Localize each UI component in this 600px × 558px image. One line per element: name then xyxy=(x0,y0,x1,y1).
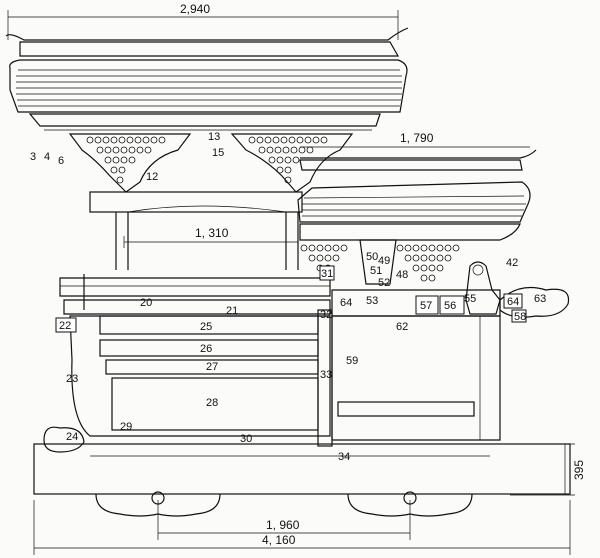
part-label-57: 57 xyxy=(420,300,432,312)
dimension-mid-width: 1, 310 xyxy=(123,226,298,248)
dimension-base-total: 4, 160 xyxy=(33,500,571,555)
part-label-33: 33 xyxy=(320,369,332,381)
roof-tile-lines xyxy=(16,69,402,107)
part-label-22: 22 xyxy=(59,320,71,332)
part-label-42: 42 xyxy=(506,257,518,269)
dim-base-total-text: 4, 160 xyxy=(262,533,296,547)
part-label-63: 63 xyxy=(534,293,546,305)
part-label-49: 49 xyxy=(378,255,390,267)
part-label-51: 51 xyxy=(370,265,382,277)
dimension-height-right: 395 xyxy=(510,443,586,496)
dimension-base-inner: 1, 960 xyxy=(157,500,411,540)
part-label-50: 50 xyxy=(366,251,378,263)
part-label-23: 23 xyxy=(66,373,78,385)
dim-base-inner-text: 1, 960 xyxy=(266,518,300,532)
part-label-3: 3 xyxy=(30,151,36,163)
upper-railing xyxy=(59,274,331,315)
wheel-left xyxy=(151,491,165,505)
dim-mid-width-text: 1, 310 xyxy=(195,226,229,240)
part-label-27: 27 xyxy=(206,361,218,373)
part-labels: 3 4 6 12 13 15 20 21 22 23 24 25 26 27 2… xyxy=(30,131,546,463)
part-label-13: 13 xyxy=(208,131,220,143)
part-label-30: 30 xyxy=(240,433,252,445)
main-roof xyxy=(5,27,409,131)
dim-upper-right-text: 1, 790 xyxy=(400,131,434,145)
part-label-29: 29 xyxy=(120,421,132,433)
figure-ornament xyxy=(465,261,501,315)
upper-right-roof xyxy=(297,149,537,241)
part-label-28: 28 xyxy=(206,397,218,409)
part-label-62: 62 xyxy=(396,321,408,333)
dim-height-right-text: 395 xyxy=(572,460,586,480)
part-label-53: 53 xyxy=(366,295,378,307)
part-label-20: 20 xyxy=(140,297,152,309)
part-label-26: 26 xyxy=(200,343,212,355)
part-label-31: 31 xyxy=(321,268,333,280)
part-label-4: 4 xyxy=(44,151,50,163)
part-label-32: 32 xyxy=(320,309,332,321)
wheel-right xyxy=(403,491,417,505)
part-label-34: 34 xyxy=(338,451,350,463)
base-chassis xyxy=(33,443,571,517)
part-label-48: 48 xyxy=(396,269,408,281)
part-label-24: 24 xyxy=(66,431,78,443)
part-label-12: 12 xyxy=(146,171,158,183)
dim-top-width-text: 2,940 xyxy=(180,2,210,16)
part-label-21: 21 xyxy=(226,305,238,317)
main-bracket-cluster-left xyxy=(68,133,192,193)
part-label-56: 56 xyxy=(444,300,456,312)
part-label-64-right: 64 xyxy=(507,296,519,308)
part-label-6: 6 xyxy=(58,155,64,167)
left-cloud-ornament xyxy=(43,426,85,453)
main-bracket-cluster-right xyxy=(230,133,354,193)
part-label-58: 58 xyxy=(514,311,526,323)
main-posts xyxy=(89,191,303,270)
part-label-59: 59 xyxy=(346,355,358,367)
dimension-top-width: 2,940 xyxy=(7,2,399,40)
part-label-15: 15 xyxy=(212,147,224,159)
part-label-55: 55 xyxy=(464,293,476,305)
part-label-25: 25 xyxy=(200,321,212,333)
part-label-64-left: 64 xyxy=(340,297,352,309)
part-label-52: 52 xyxy=(378,277,390,289)
dimension-upper-right-width: 1, 790 xyxy=(300,131,530,148)
lower-main-body xyxy=(69,309,333,447)
right-deck xyxy=(331,289,501,441)
